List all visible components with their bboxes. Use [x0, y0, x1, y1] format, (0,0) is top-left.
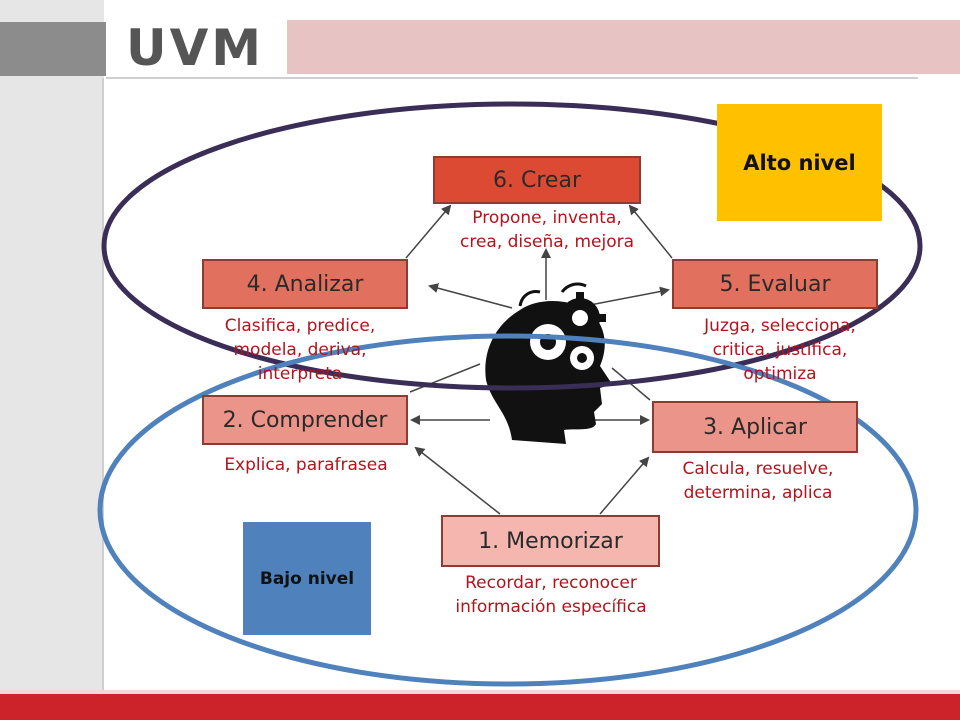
desc-line: información específica — [455, 597, 647, 617]
node-aplicar: 3. Aplicar — [652, 401, 858, 453]
desc-line: Recordar, reconocer — [465, 573, 637, 593]
node-analizar: 4. Analizar — [202, 259, 408, 309]
desc-memorizar: Recordar, reconocer información específi… — [436, 571, 666, 619]
desc-comprender: Explica, parafrasea — [206, 453, 406, 477]
header-pink-band — [287, 20, 960, 74]
arrow-comprender-analizar — [409, 363, 481, 393]
arrow-memorizar-aplicar — [599, 456, 650, 515]
node-comprender: 2. Comprender — [202, 395, 408, 445]
desc-line: Calcula, resuelve, — [682, 459, 834, 479]
desc-line: crea, diseña, mejora — [459, 232, 635, 252]
uvm-logo: UVM — [125, 19, 265, 77]
high-level-ellipse — [101, 101, 923, 391]
desc-line: Explica, parafrasea — [224, 455, 388, 475]
desc-line: Clasifica, predice, — [224, 316, 376, 336]
footer-shadow — [0, 690, 960, 694]
low-level-box: Bajo nivel — [243, 522, 371, 635]
desc-line: interpreta — [257, 364, 343, 384]
left-sidebar-strip — [0, 0, 104, 690]
desc-evaluar: Juzga, selecciona, critica, justifica, o… — [680, 314, 880, 386]
desc-line: optimiza — [743, 364, 817, 384]
content-left-border — [102, 78, 104, 690]
arrow-analizar-crear — [405, 204, 452, 259]
desc-line: modela, deriva, — [233, 340, 367, 360]
footer-bar — [0, 694, 960, 720]
arrow-evaluar-crear — [628, 204, 673, 259]
header-divider — [106, 77, 918, 79]
desc-analizar: Clasifica, predice, modela, deriva, inte… — [200, 314, 400, 386]
desc-aplicar: Calcula, resuelve, determina, aplica — [658, 457, 858, 505]
desc-line: Juzga, selecciona, — [704, 316, 856, 336]
high-level-box: Alto nivel — [717, 104, 882, 221]
logo-box — [106, 18, 284, 78]
header-grey-band — [0, 22, 106, 76]
desc-line: critica, justifica, — [712, 340, 848, 360]
head-gears-icon — [485, 282, 612, 444]
arrow-memorizar-comprender — [414, 446, 501, 515]
node-crear: 6. Crear — [433, 156, 641, 204]
arrow-to-analizar — [428, 283, 513, 309]
low-level-ellipse — [97, 333, 919, 687]
node-evaluar: 5. Evaluar — [672, 259, 878, 309]
desc-crear: Propone, inventa, crea, diseña, mejora — [432, 206, 662, 254]
desc-line: determina, aplica — [683, 483, 833, 503]
arrow-to-evaluar — [589, 286, 670, 306]
node-memorizar: 1. Memorizar — [441, 515, 660, 567]
desc-line: Propone, inventa, — [472, 208, 622, 228]
